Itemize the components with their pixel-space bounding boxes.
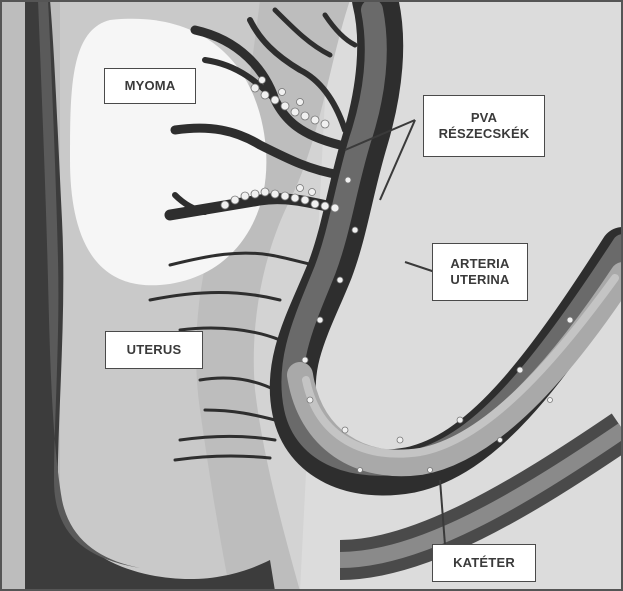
label-arteria-line1: ARTERIA xyxy=(450,256,509,272)
label-myoma-text: MYOMA xyxy=(125,78,176,94)
label-myoma: MYOMA xyxy=(104,68,196,104)
label-arteria-uterina: ARTERIA UTERINA xyxy=(432,243,528,301)
label-pva-particles: PVA RÉSZECSKÉK xyxy=(423,95,545,157)
label-arteria-line2: UTERINA xyxy=(450,272,509,288)
label-uterus: UTERUS xyxy=(105,331,203,369)
label-pva-line2: RÉSZECSKÉK xyxy=(439,126,530,142)
label-uterus-text: UTERUS xyxy=(127,342,182,358)
label-kateter-text: KATÉTER xyxy=(453,555,515,571)
label-pva-line1: PVA xyxy=(471,110,497,126)
label-kateter: KATÉTER xyxy=(432,544,536,582)
